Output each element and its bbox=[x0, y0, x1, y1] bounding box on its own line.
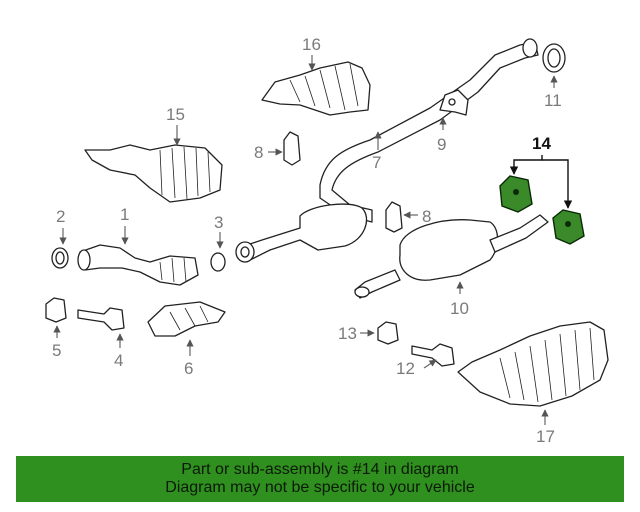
rubber-mount-highlighted-1[interactable] bbox=[499, 175, 533, 213]
exhaust-parts-diagram: 16 15 7 11 9 8 8 bbox=[45, 35, 609, 446]
callout-6: 6 bbox=[184, 359, 193, 378]
banner-line-2: Diagram may not be specific to your vehi… bbox=[165, 479, 475, 496]
rubber-mount-highlighted-2[interactable] bbox=[552, 209, 585, 245]
rubber-bushing[interactable] bbox=[377, 321, 399, 345]
rubber-mount-lower[interactable] bbox=[385, 201, 403, 233]
resonator[interactable] bbox=[235, 203, 368, 263]
callout-17: 17 bbox=[536, 427, 555, 446]
gasket-front[interactable] bbox=[51, 247, 69, 269]
gasket-ring-small[interactable] bbox=[210, 252, 226, 272]
callout-9: 9 bbox=[437, 135, 446, 154]
callout-4: 4 bbox=[114, 351, 123, 370]
callout-3: 3 bbox=[214, 213, 223, 232]
callout-10: 10 bbox=[450, 299, 469, 318]
bolt[interactable] bbox=[77, 307, 125, 331]
callout-13: 13 bbox=[338, 324, 357, 343]
rubber-mount-upper[interactable] bbox=[283, 131, 301, 166]
nut[interactable] bbox=[45, 297, 67, 323]
callout-14: 14 bbox=[532, 134, 551, 153]
callout-7: 7 bbox=[372, 153, 381, 172]
heat-shield-rear[interactable] bbox=[457, 321, 609, 407]
callout-12: 12 bbox=[396, 359, 415, 378]
info-banner: Part or sub-assembly is #14 in diagram D… bbox=[16, 456, 624, 502]
rear-muffler[interactable] bbox=[354, 214, 549, 299]
bracket[interactable] bbox=[147, 301, 226, 337]
callout-1: 1 bbox=[120, 205, 129, 224]
callout-11: 11 bbox=[544, 91, 562, 110]
banner-line-1: Part or sub-assembly is #14 in diagram bbox=[181, 461, 459, 478]
catalytic-converter[interactable] bbox=[77, 244, 199, 286]
callout-8-lower: 8 bbox=[422, 207, 431, 226]
hanger-bracket[interactable] bbox=[439, 89, 469, 116]
callout-2: 2 bbox=[56, 207, 65, 226]
heat-shield-front[interactable] bbox=[84, 144, 223, 203]
callout-8-upper: 8 bbox=[254, 143, 263, 162]
heat-shield-upper[interactable] bbox=[261, 61, 371, 116]
gasket-ring[interactable] bbox=[542, 43, 566, 73]
callout-16: 16 bbox=[302, 35, 321, 54]
stud-bolt[interactable] bbox=[411, 343, 455, 367]
callout-5: 5 bbox=[52, 341, 61, 360]
callout-15: 15 bbox=[166, 105, 185, 124]
